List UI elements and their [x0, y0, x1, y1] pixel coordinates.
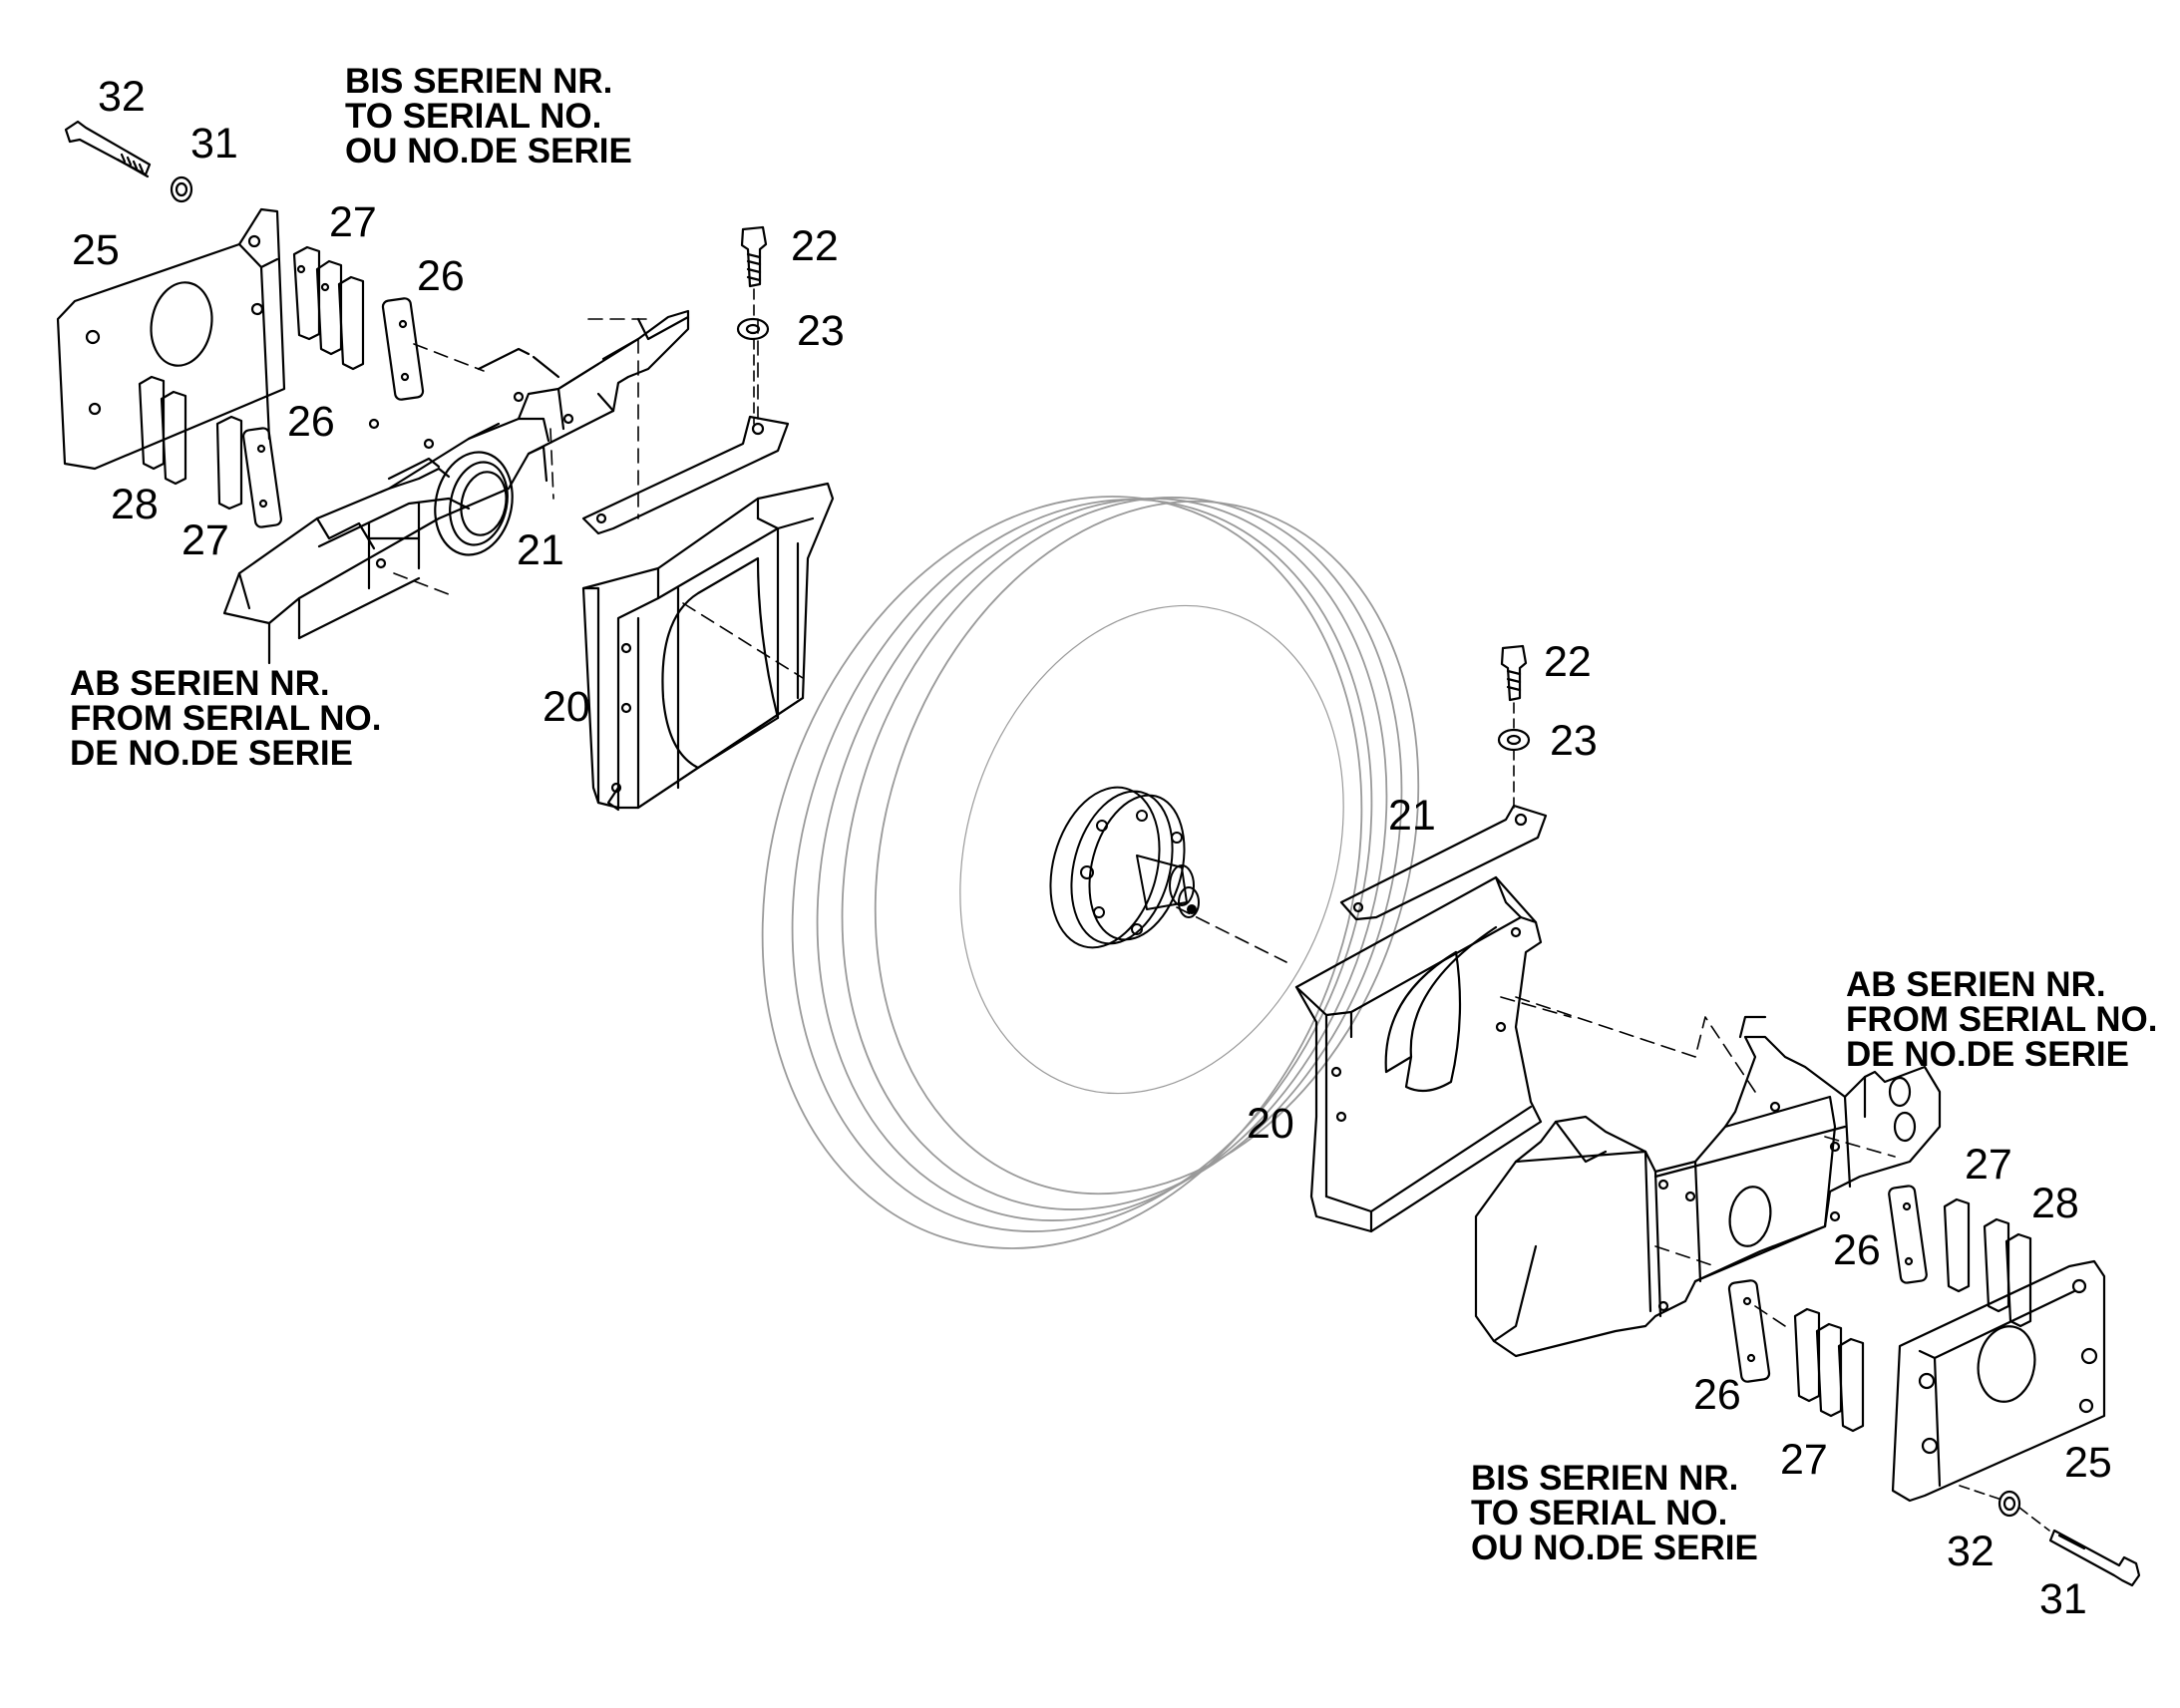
- callout-27: 27: [329, 198, 377, 246]
- callout-27: 27: [1780, 1436, 1828, 1484]
- top-plate-21: [581, 415, 790, 535]
- right-shim-27-upper: [1943, 1197, 1971, 1293]
- serial-note-ab-right: AB SERIEN NR. FROM SERIAL NO. DE NO.DE S…: [1846, 967, 2157, 1072]
- callout-20: 20: [543, 683, 590, 731]
- left-track-frame: [222, 309, 690, 665]
- note-line: AB SERIEN NR.: [70, 664, 330, 703]
- right-washer-32: [1998, 1490, 2021, 1518]
- note-line: OU NO.DE SERIE: [345, 132, 632, 171]
- note-line: BIS SERIEN NR.: [1471, 1459, 1739, 1498]
- serial-note-bis-top: BIS SERIEN NR. TO SERIAL NO. OU NO.DE SE…: [345, 64, 632, 169]
- serial-note-ab-left: AB SERIEN NR. FROM SERIAL NO. DE NO.DE S…: [70, 666, 381, 771]
- note-line: AB SERIEN NR.: [1846, 965, 2106, 1004]
- left-bracket-20: [581, 482, 835, 812]
- callout-32: 32: [98, 73, 146, 121]
- left-shim-26-lower: [241, 427, 283, 528]
- callout-28: 28: [2031, 1180, 2079, 1227]
- callout-27: 27: [182, 516, 229, 564]
- left-shims-27-upper: [292, 245, 365, 371]
- wheel-hub: [1049, 786, 1200, 949]
- note-line: FROM SERIAL NO.: [1846, 1000, 2158, 1039]
- note-line: FROM SERIAL NO.: [70, 699, 382, 738]
- callout-28: 28: [111, 481, 159, 528]
- idler-wheel: [761, 496, 1420, 1249]
- serial-note-bis-bottom: BIS SERIEN NR. TO SERIAL NO. OU NO.DE SE…: [1471, 1461, 1758, 1565]
- left-washer-31: [170, 175, 193, 203]
- right-plate-25: [1891, 1259, 2106, 1503]
- right-shims-27-lower: [1793, 1307, 1865, 1433]
- callout-27: 27: [1965, 1141, 2012, 1189]
- callout-25: 25: [2064, 1439, 2112, 1487]
- right-shims-28: [1983, 1217, 2032, 1328]
- right-track-frame: [1474, 1015, 1942, 1358]
- callout-23: 23: [1550, 717, 1598, 765]
- callout-25: 25: [72, 226, 120, 274]
- right-bracket-20: [1294, 875, 1543, 1233]
- note-line: DE NO.DE SERIE: [70, 734, 353, 773]
- note-line: TO SERIAL NO.: [1471, 1494, 1728, 1533]
- note-line: DE NO.DE SERIE: [1846, 1035, 2129, 1074]
- left-bolt-32: [64, 120, 152, 178]
- callout-22: 22: [791, 222, 839, 270]
- top-bolt-22: [740, 225, 768, 288]
- right-plate-21: [1339, 804, 1548, 921]
- callout-22: 22: [1544, 638, 1592, 686]
- callout-31: 31: [2039, 1575, 2087, 1623]
- callout-26: 26: [1833, 1226, 1881, 1274]
- left-shims-27-lower: [215, 415, 243, 511]
- right-bolt-22: [1500, 644, 1528, 702]
- left-shim-26-upper: [381, 297, 425, 401]
- callout-21: 21: [1388, 792, 1436, 840]
- callout-20: 20: [1247, 1100, 1294, 1148]
- callout-21: 21: [517, 526, 564, 574]
- callout-26: 26: [1693, 1371, 1741, 1419]
- note-line: BIS SERIEN NR.: [345, 62, 613, 101]
- top-washer-23: [736, 317, 770, 341]
- left-shims-28: [138, 375, 187, 486]
- note-line: OU NO.DE SERIE: [1471, 1529, 1758, 1567]
- left-assembly-lines: [393, 318, 1786, 1327]
- right-assembly-lines: [1515, 996, 1896, 1267]
- left-plate-25: [56, 207, 286, 471]
- right-bolt-31: [2048, 1529, 2141, 1587]
- callout-23: 23: [797, 307, 845, 355]
- right-shim-26-upper: [1888, 1185, 1928, 1284]
- callout-26: 26: [287, 398, 335, 446]
- note-line: TO SERIAL NO.: [345, 97, 602, 136]
- right-washer-23: [1497, 728, 1531, 752]
- callout-26: 26: [417, 252, 465, 300]
- callout-31: 31: [190, 120, 238, 168]
- callout-32: 32: [1947, 1528, 1995, 1575]
- right-shim-26-lower: [1727, 1279, 1771, 1383]
